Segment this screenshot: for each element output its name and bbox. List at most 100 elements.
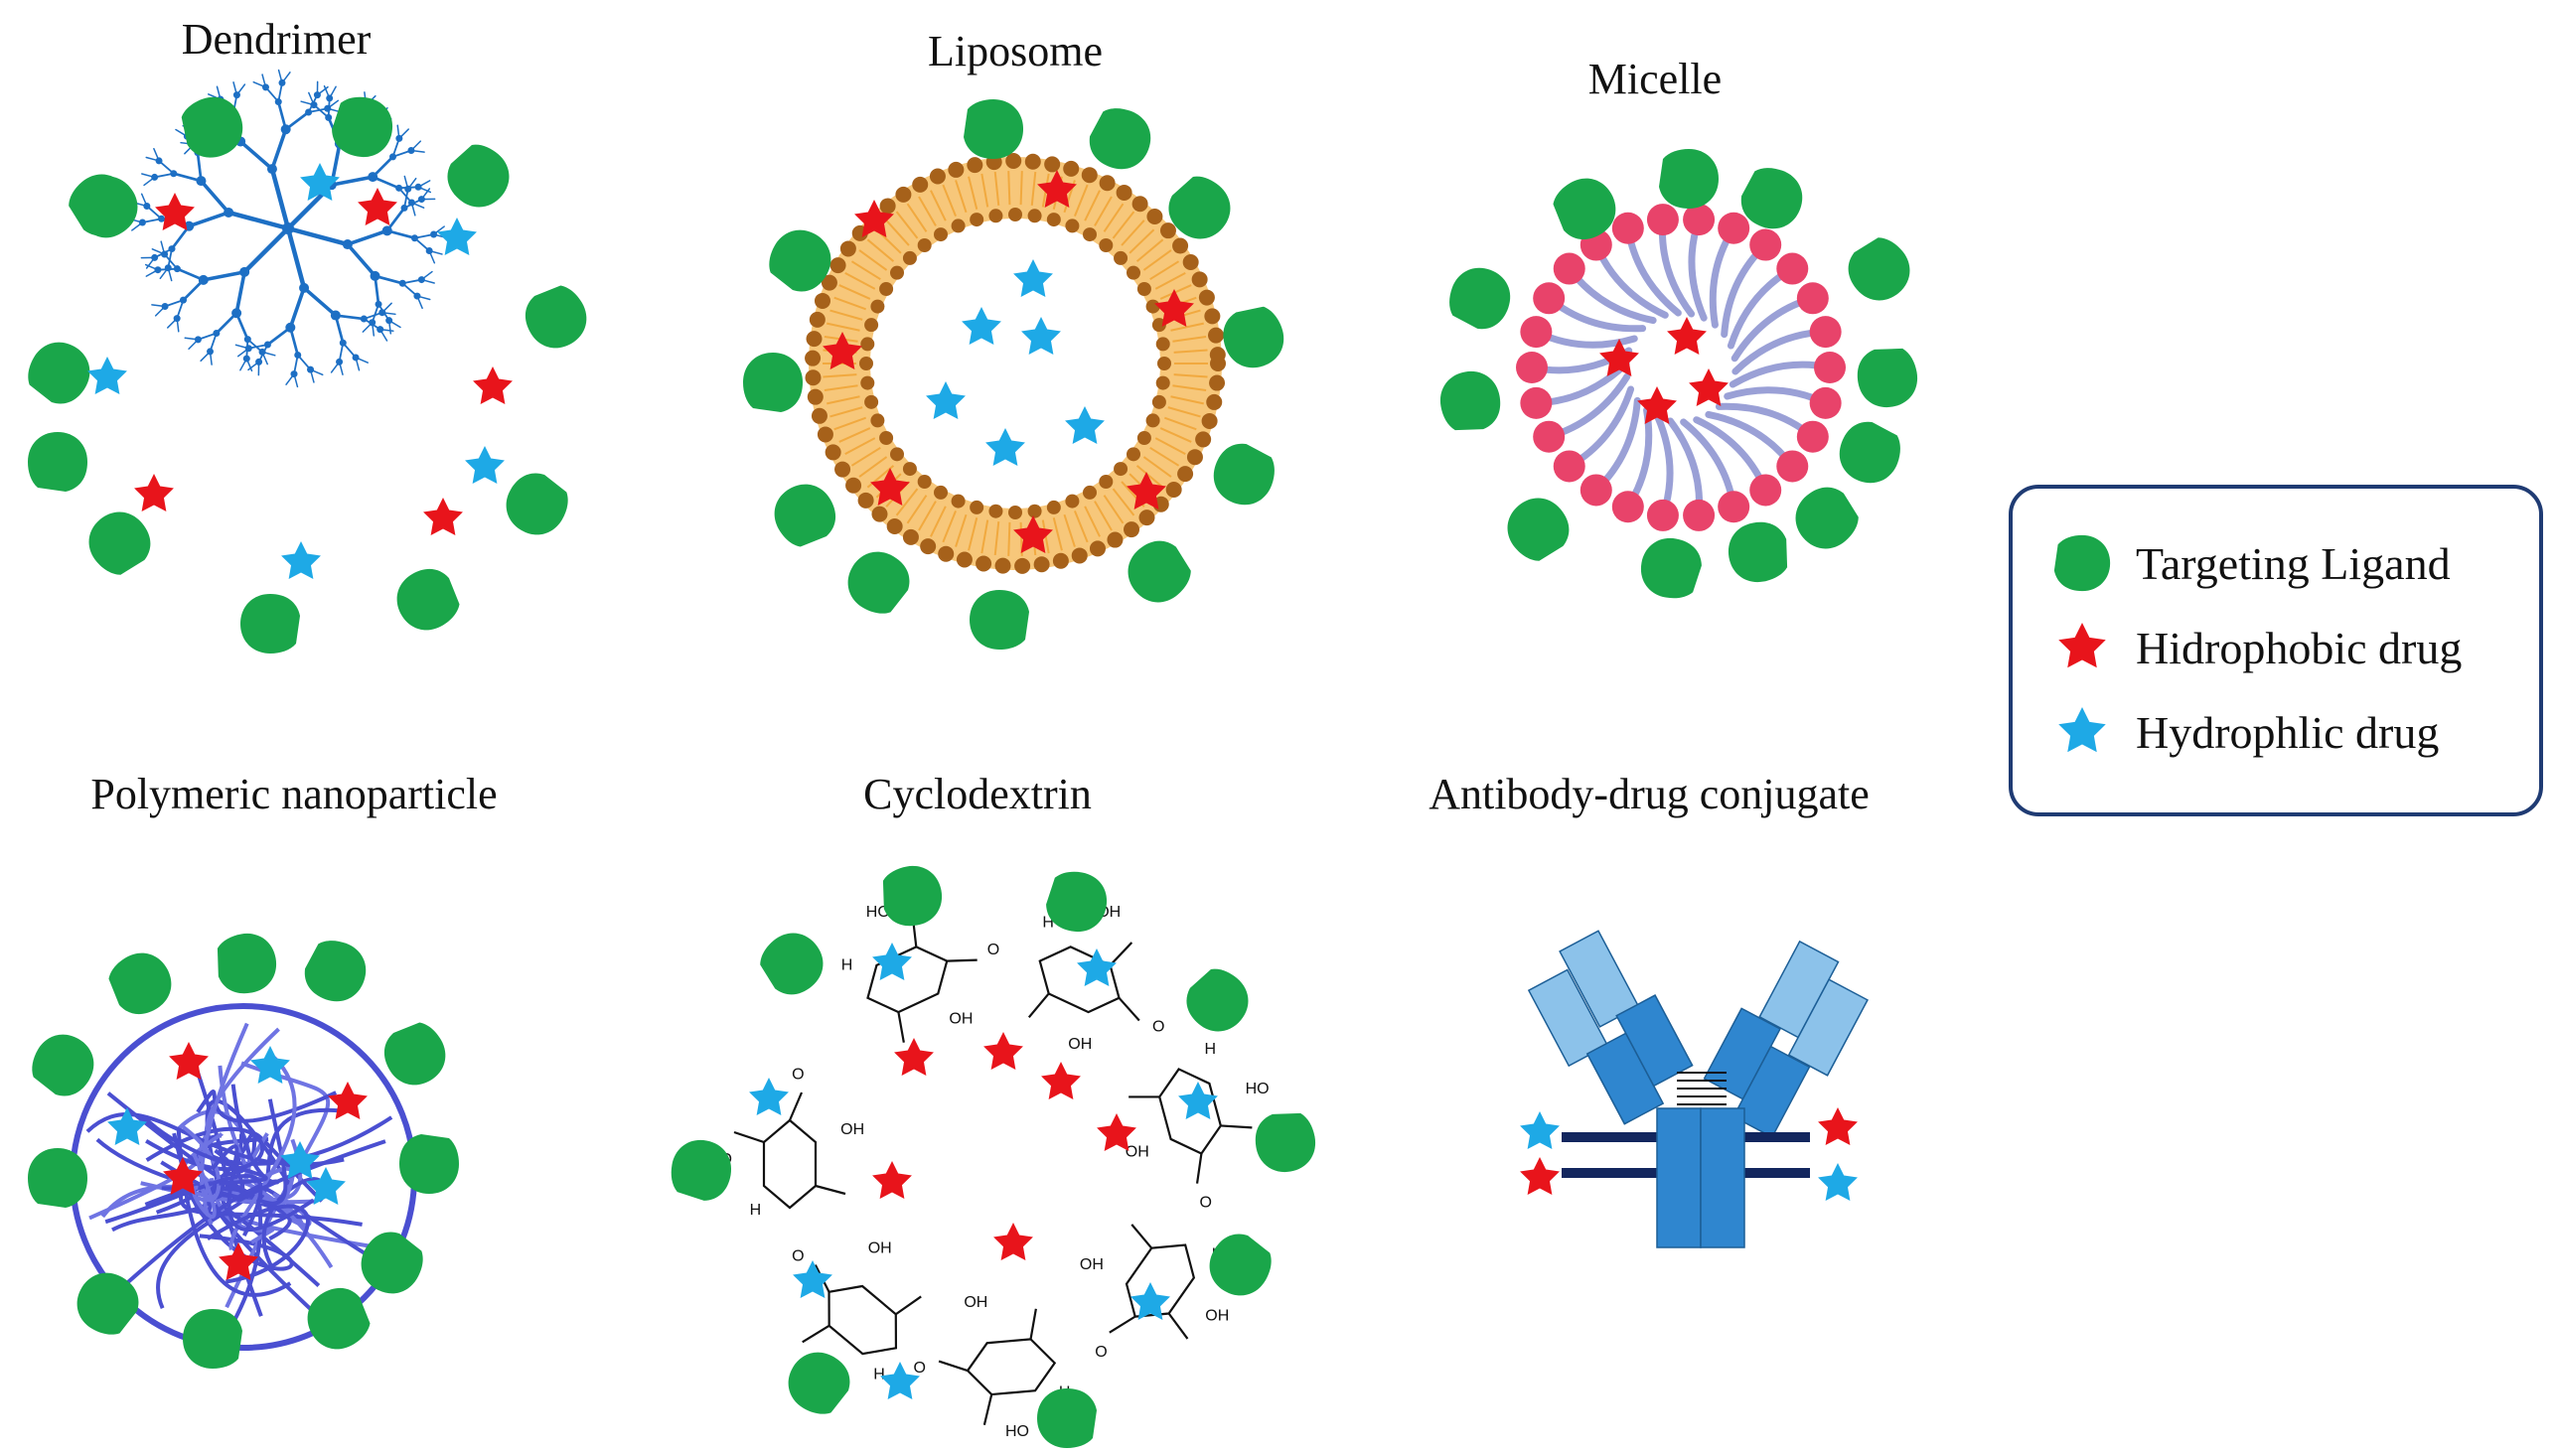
lipid-head-inner: [1127, 266, 1140, 280]
surfactant-head: [1810, 316, 1842, 348]
antibody-drug-conjugate-diagram: [1529, 931, 1868, 1247]
lipid-head-inner: [1137, 431, 1151, 445]
lipid-head-inner: [918, 475, 932, 489]
hydrophilic-drug-star-icon: [465, 446, 505, 484]
atom-label: OH: [868, 1239, 892, 1256]
lipid-head-outer: [976, 555, 991, 571]
lipid-head-inner: [952, 495, 966, 509]
dendrimer-branch: [198, 153, 201, 181]
targeting-ligand-icon: [240, 594, 300, 654]
dendrimer-branch: [174, 174, 202, 181]
lipid-head-outer: [1107, 532, 1123, 548]
glucose-unit: [1126, 1055, 1263, 1195]
antibody-domain: [1701, 1108, 1744, 1247]
micelle-title: Micelle: [1588, 54, 1722, 104]
lipid-head-inner: [1099, 238, 1113, 252]
hydrophobic-drug-star-icon: [993, 1223, 1033, 1260]
pyranose-ring: [1029, 938, 1130, 1021]
surfactant-head: [1554, 253, 1585, 285]
polymeric-nanoparticle-title: Polymeric nanoparticle: [90, 769, 497, 819]
targeting-ligand-icon: [743, 353, 803, 412]
dendrimer-branch: [399, 129, 408, 138]
dendrimer-branch: [240, 141, 272, 169]
dendrimer-branch: [389, 321, 400, 328]
dendrimer-branch: [282, 73, 290, 83]
cyclodextrin-title: Cyclodextrin: [863, 769, 1092, 819]
atom-label: O: [1095, 1344, 1107, 1361]
lipid-head-outer: [1090, 540, 1106, 556]
lipid-head-inner: [1157, 357, 1171, 370]
atom-label: HO: [1246, 1081, 1270, 1097]
lipid-head-outer: [995, 558, 1011, 574]
lipid-head-outer: [1192, 271, 1208, 287]
lipid-head-outer: [1172, 238, 1188, 254]
bond: [939, 1359, 968, 1373]
hydrophobic-drug-star-icon: [983, 1032, 1023, 1070]
surfactant-head: [1749, 474, 1781, 506]
lipid-head-inner: [1146, 413, 1160, 427]
lipid-head-inner: [918, 238, 932, 252]
lipid-head-outer: [1138, 510, 1154, 525]
surfactant-head: [1533, 282, 1565, 314]
glucose-unit: [1016, 911, 1167, 1061]
lipid-head-outer: [967, 157, 982, 173]
lipid-head-inner: [903, 462, 917, 476]
dendrimer-branch: [146, 270, 158, 276]
hydrophobic-drug-star-icon: [358, 188, 397, 225]
pyranose-ring: [856, 938, 958, 1021]
lipid-head-outer: [1082, 167, 1098, 183]
dendrimer-branch: [373, 177, 398, 188]
lipid-head-inner: [890, 447, 904, 461]
bond: [1128, 1225, 1156, 1248]
lipid-head-outer: [845, 478, 861, 494]
lipid-head-outer: [1206, 394, 1222, 410]
dendrimer-branch: [304, 288, 336, 316]
lipid-head-outer: [1204, 308, 1220, 324]
bond: [734, 1132, 764, 1142]
lipid-head-outer: [858, 493, 874, 509]
dendrimer-branch: [144, 177, 155, 185]
dendrimer-branch: [421, 272, 432, 280]
blue-star-icon: [2052, 702, 2112, 762]
dendrimer-branch: [330, 86, 336, 98]
bond: [803, 1319, 829, 1348]
targeting-ligand-icon: [1784, 477, 1869, 561]
dendrimer-branch: [380, 330, 387, 341]
lipid-head-inner: [864, 318, 878, 332]
targeting-ligand-icon: [298, 934, 375, 1010]
hydrophobic-drug-star-icon: [894, 1038, 934, 1076]
surfactant-head: [1647, 500, 1679, 531]
lipid-head-inner: [970, 213, 983, 226]
lipid-head-outer: [1132, 196, 1148, 212]
lipid-head-inner: [864, 395, 878, 409]
hydrophilic-drug-star-icon: [437, 218, 477, 255]
atom-label: O: [987, 942, 999, 958]
lipid-head-inner: [870, 413, 884, 427]
lipid-head-outer: [1183, 254, 1199, 270]
dendrimer-branch: [177, 269, 203, 280]
surfactant-head: [1647, 204, 1679, 235]
atom-label: H: [841, 956, 853, 973]
antibody-drug-conjugate-title: Antibody-drug conjugate: [1429, 769, 1870, 819]
targeting-ligand-icon: [1199, 1225, 1280, 1306]
dendrimer-branch: [286, 112, 309, 129]
bond: [896, 1291, 921, 1319]
hydrophobic-drug-star-icon: [1818, 1107, 1858, 1145]
targeting-ligand-icon: [1206, 437, 1282, 513]
hydrophilic-drug-star-icon: [1818, 1163, 1858, 1201]
lipid-head-outer: [1209, 375, 1225, 391]
targeting-ligand-icon: [1216, 300, 1292, 376]
hydrophobic-drug-star-icon: [169, 1042, 209, 1080]
dendrimer-branch: [332, 362, 340, 372]
lipid-head-inner: [1028, 209, 1042, 222]
hydrophilic-drug-star-icon: [1520, 1111, 1560, 1149]
legend-hydrophilic-label: Hydrophlic drug: [2136, 706, 2439, 759]
surfactant-head: [1516, 352, 1548, 383]
dendrimer-branch: [217, 313, 236, 333]
targeting-ligand-icon: [28, 1148, 87, 1208]
lipid-tail: [1021, 171, 1022, 205]
targeting-ligand-icon: [212, 929, 281, 998]
lipid-head-outer: [871, 507, 887, 522]
hydrophobic-drug-star-icon: [423, 498, 463, 535]
dendrimer-branch: [286, 374, 294, 385]
